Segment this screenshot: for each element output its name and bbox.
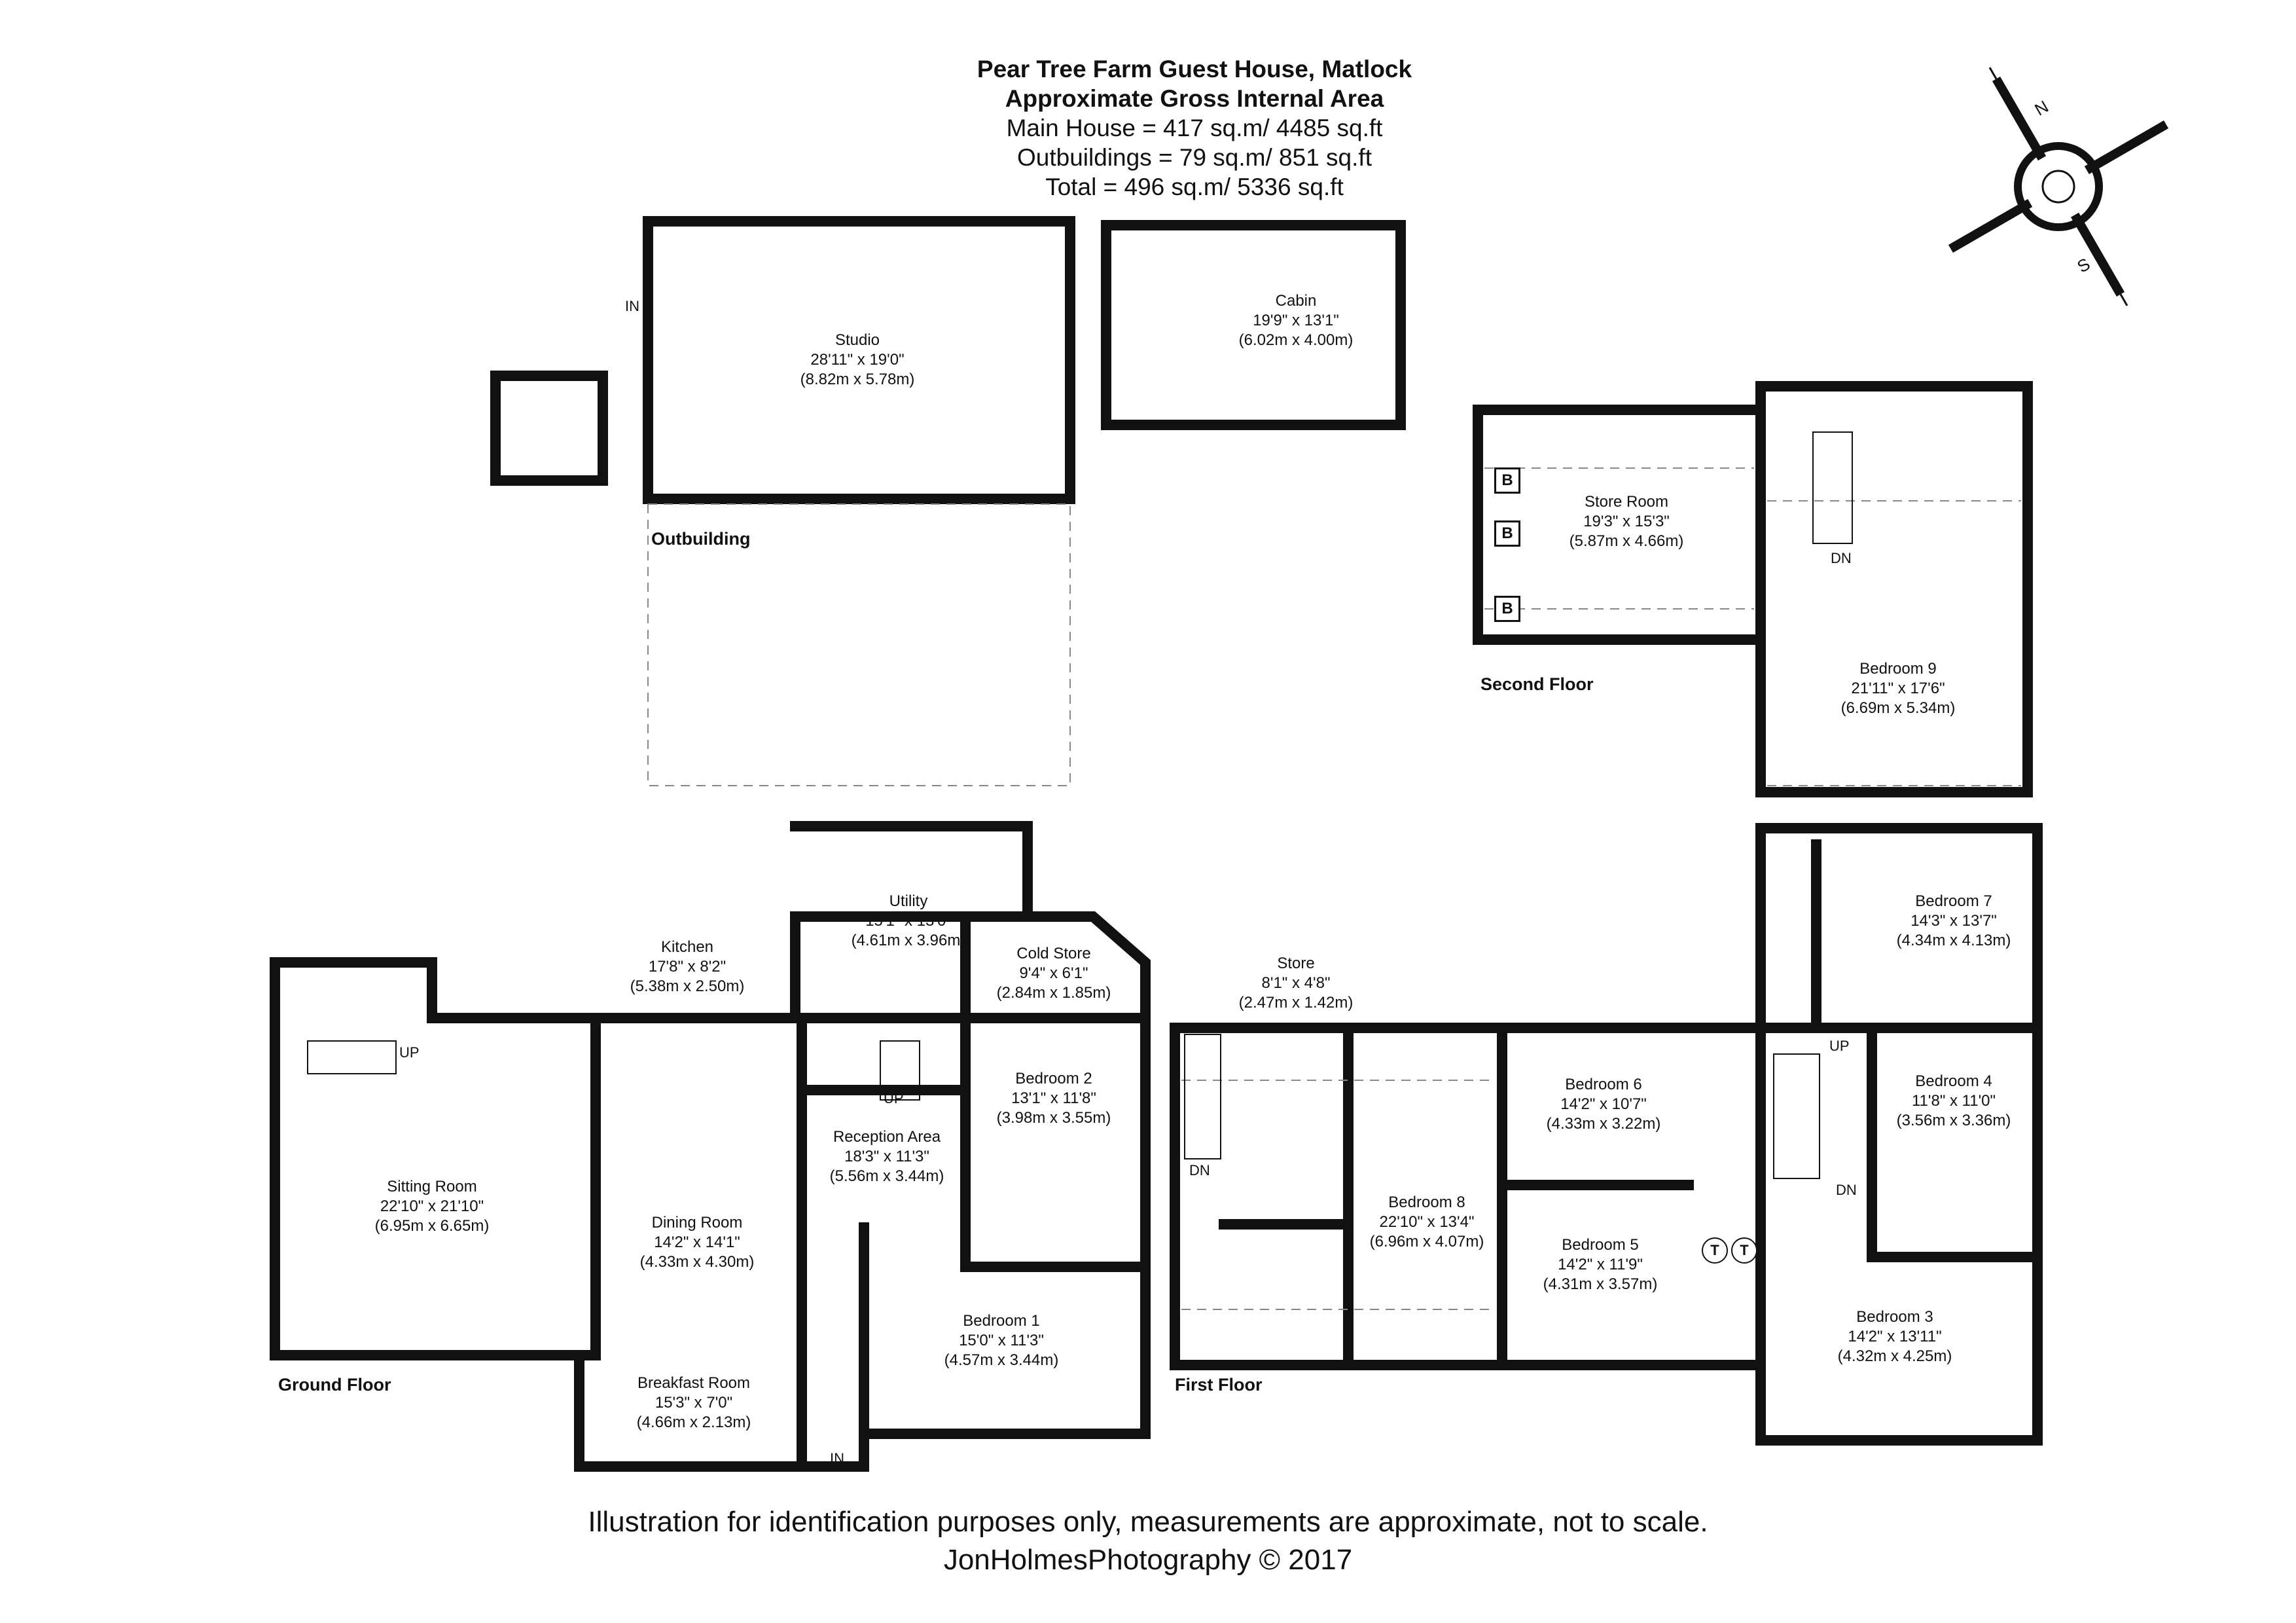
tank-icon: T <box>1731 1237 1757 1264</box>
main-house-area: Main House = 417 sq.m/ 4485 sq.ft <box>1006 115 1383 141</box>
floor-label-first: First Floor <box>1175 1375 1263 1395</box>
boiler-icon: B <box>1494 596 1520 622</box>
stairs-second <box>1812 431 1853 544</box>
sitting-room-walls <box>270 957 601 1360</box>
boiler-icon: B <box>1494 520 1520 547</box>
entrance-label-studio: IN <box>625 298 639 315</box>
stairs-down-label-first-west: DN <box>1189 1162 1210 1178</box>
stairs-up-label-first: UP <box>1829 1038 1850 1054</box>
tank-icon: T <box>1702 1237 1728 1264</box>
total-area: Total = 496 sq.m/ 5336 sq.ft <box>1045 173 1344 200</box>
floor-label-ground: Ground Floor <box>278 1375 391 1395</box>
kitchen-dining-walls <box>574 1013 807 1472</box>
stairs-first-east <box>1773 1053 1820 1179</box>
stairs-first-west <box>1184 1034 1221 1159</box>
first-floor-east-walls <box>1755 823 2043 1446</box>
stairs-up-label-reception: UP <box>884 1090 904 1106</box>
compass-icon <box>1948 67 2169 306</box>
plan-title: Pear Tree Farm Guest House, Matlock <box>977 56 1412 82</box>
entrance-label-ground: IN <box>830 1450 844 1467</box>
stairs-ground-reception <box>880 1040 920 1101</box>
studio-walls <box>643 216 1075 504</box>
disclaimer: Illustration for identification purposes… <box>588 1506 1708 1538</box>
floor-label-second: Second Floor <box>1480 674 1594 694</box>
yard-dashed-outline <box>647 503 1071 786</box>
stairs-up-label-sitting: UP <box>399 1044 420 1061</box>
cabin-walls <box>1101 220 1406 430</box>
stairs-down-label-first-east: DN <box>1836 1182 1857 1198</box>
stairs-down-label-second: DN <box>1831 550 1852 566</box>
stairs-ground-sitting <box>307 1040 397 1074</box>
wc-outbuilding-walls <box>490 371 608 486</box>
cold-store-walls <box>960 911 1151 1023</box>
plan-subtitle: Approximate Gross Internal Area <box>1005 85 1384 112</box>
copyright: JonHolmesPhotography © 2017 <box>943 1544 1353 1576</box>
outbuildings-area: Outbuildings = 79 sq.m/ 851 sq.ft <box>1017 144 1372 171</box>
boiler-icon: B <box>1494 467 1520 494</box>
bedroom9-walls <box>1755 381 2033 797</box>
floor-label-outbuilding: Outbuilding <box>651 529 751 549</box>
reception-bedroom-walls <box>797 1013 1151 1472</box>
